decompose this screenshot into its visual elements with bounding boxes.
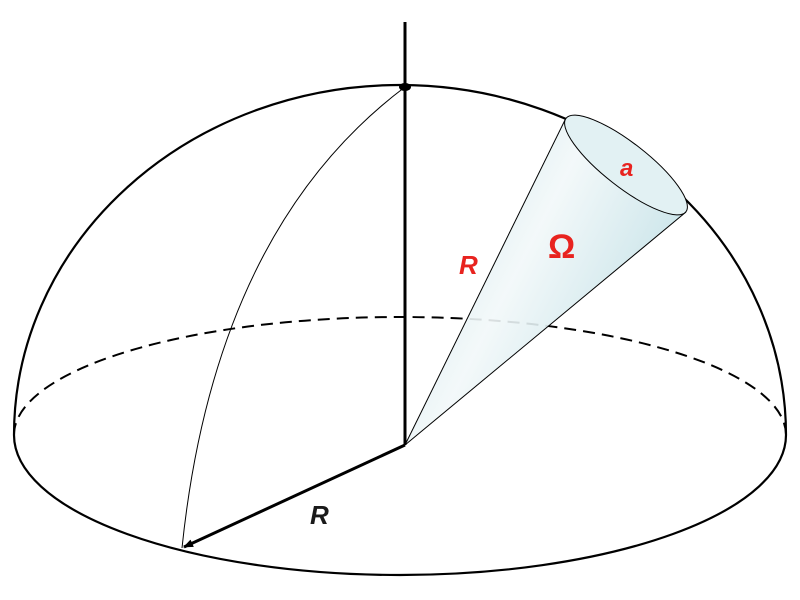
radius-arrow — [183, 443, 406, 549]
base-ellipse-front — [12, 434, 788, 577]
hemisphere-dome — [12, 83, 788, 436]
pole-dot — [399, 83, 411, 91]
label-cap-radius: a — [620, 155, 633, 182]
label-solid-angle: Ω — [548, 228, 575, 266]
base-ellipse-back — [13, 316, 787, 436]
label-radius-base: R — [310, 500, 329, 530]
label-radius-cone: R — [459, 250, 478, 280]
solid-angle-cone — [404, 114, 688, 446]
cone-cap — [564, 114, 688, 216]
meridian-arc — [181, 86, 406, 549]
